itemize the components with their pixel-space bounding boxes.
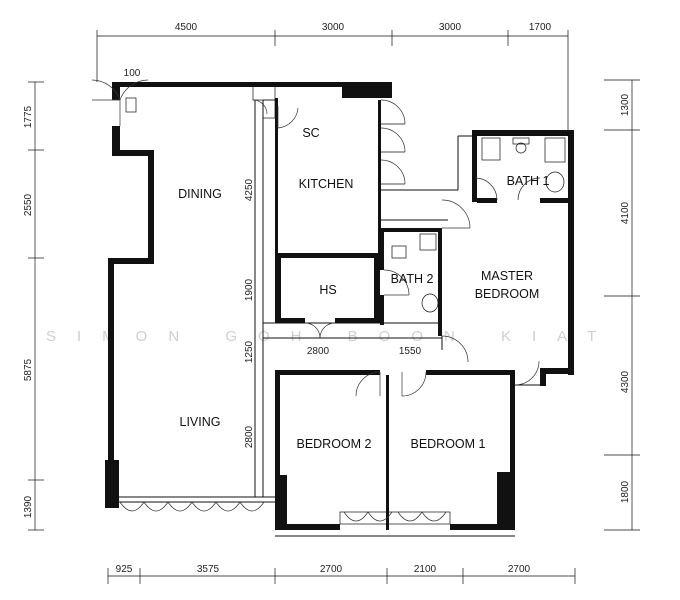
bath2-fixtures bbox=[391, 233, 439, 313]
top-dim-3: 3000 bbox=[439, 22, 462, 33]
bottom-dim-4: 2100 bbox=[414, 564, 437, 575]
top-dim-2: 3000 bbox=[322, 22, 345, 33]
right-dim-4: 1800 bbox=[620, 480, 631, 503]
right-dimension-line: 1300 4100 4300 1800 bbox=[604, 79, 640, 531]
bottom-dim-5: 2700 bbox=[508, 564, 531, 575]
watermark-text: SIMON GOH BOON KIAT bbox=[46, 328, 617, 345]
left-dim-4: 1390 bbox=[23, 495, 34, 518]
right-dim-3: 4300 bbox=[620, 370, 631, 393]
left-dim-1: 1775 bbox=[23, 105, 34, 128]
room-label-bedroom1: BEDROOM 1 bbox=[410, 437, 485, 451]
dim-2800-vertical: 2800 bbox=[244, 425, 255, 448]
left-dim-3: 5875 bbox=[23, 358, 34, 381]
interior-walls bbox=[254, 98, 574, 530]
room-label-living: LIVING bbox=[180, 415, 221, 429]
bath1-fixtures bbox=[481, 137, 566, 193]
room-label-master-bedroom: BEDROOM bbox=[475, 287, 540, 301]
top-dim-4: 1700 bbox=[529, 22, 552, 33]
dim-100: 100 bbox=[124, 68, 141, 79]
balcony-sliding-doors bbox=[119, 501, 275, 512]
left-dimension-line: 1775 2550 5875 1390 bbox=[23, 81, 44, 531]
room-label-sc: SC bbox=[302, 126, 319, 140]
room-label-kitchen: KITCHEN bbox=[299, 177, 354, 191]
room-label-master: MASTER bbox=[481, 269, 533, 283]
room-label-bedroom2: BEDROOM 2 bbox=[296, 437, 371, 451]
dim-1250: 1250 bbox=[244, 340, 255, 363]
room-label-bath1: BATH 1 bbox=[507, 174, 550, 188]
left-dim-2: 2550 bbox=[23, 193, 34, 216]
top-dim-1: 4500 bbox=[175, 22, 198, 33]
room-label-hs: HS bbox=[319, 283, 336, 297]
top-dimension-line: 4500 3000 3000 1700 bbox=[96, 22, 569, 130]
door-swings bbox=[91, 79, 541, 397]
dim-4250: 4250 bbox=[244, 178, 255, 201]
room-label-bath2: BATH 2 bbox=[391, 272, 434, 286]
bottom-dim-2: 3575 bbox=[197, 564, 220, 575]
outer-walls bbox=[105, 82, 574, 537]
dim-1900: 1900 bbox=[244, 278, 255, 301]
room-label-dining: DINING bbox=[178, 187, 222, 201]
bottom-dimension-line: 925 3575 2700 2100 2700 bbox=[107, 564, 576, 584]
right-dim-2: 4100 bbox=[620, 201, 631, 224]
entrance-fixtures bbox=[125, 97, 276, 119]
bottom-dim-1: 925 bbox=[116, 564, 133, 575]
bottom-dim-3: 2700 bbox=[320, 564, 343, 575]
dim-1550: 1550 bbox=[399, 346, 422, 357]
bedroom-windows bbox=[339, 511, 451, 525]
dim-2800-horizontal: 2800 bbox=[307, 346, 330, 357]
right-dim-1: 1300 bbox=[620, 93, 631, 116]
